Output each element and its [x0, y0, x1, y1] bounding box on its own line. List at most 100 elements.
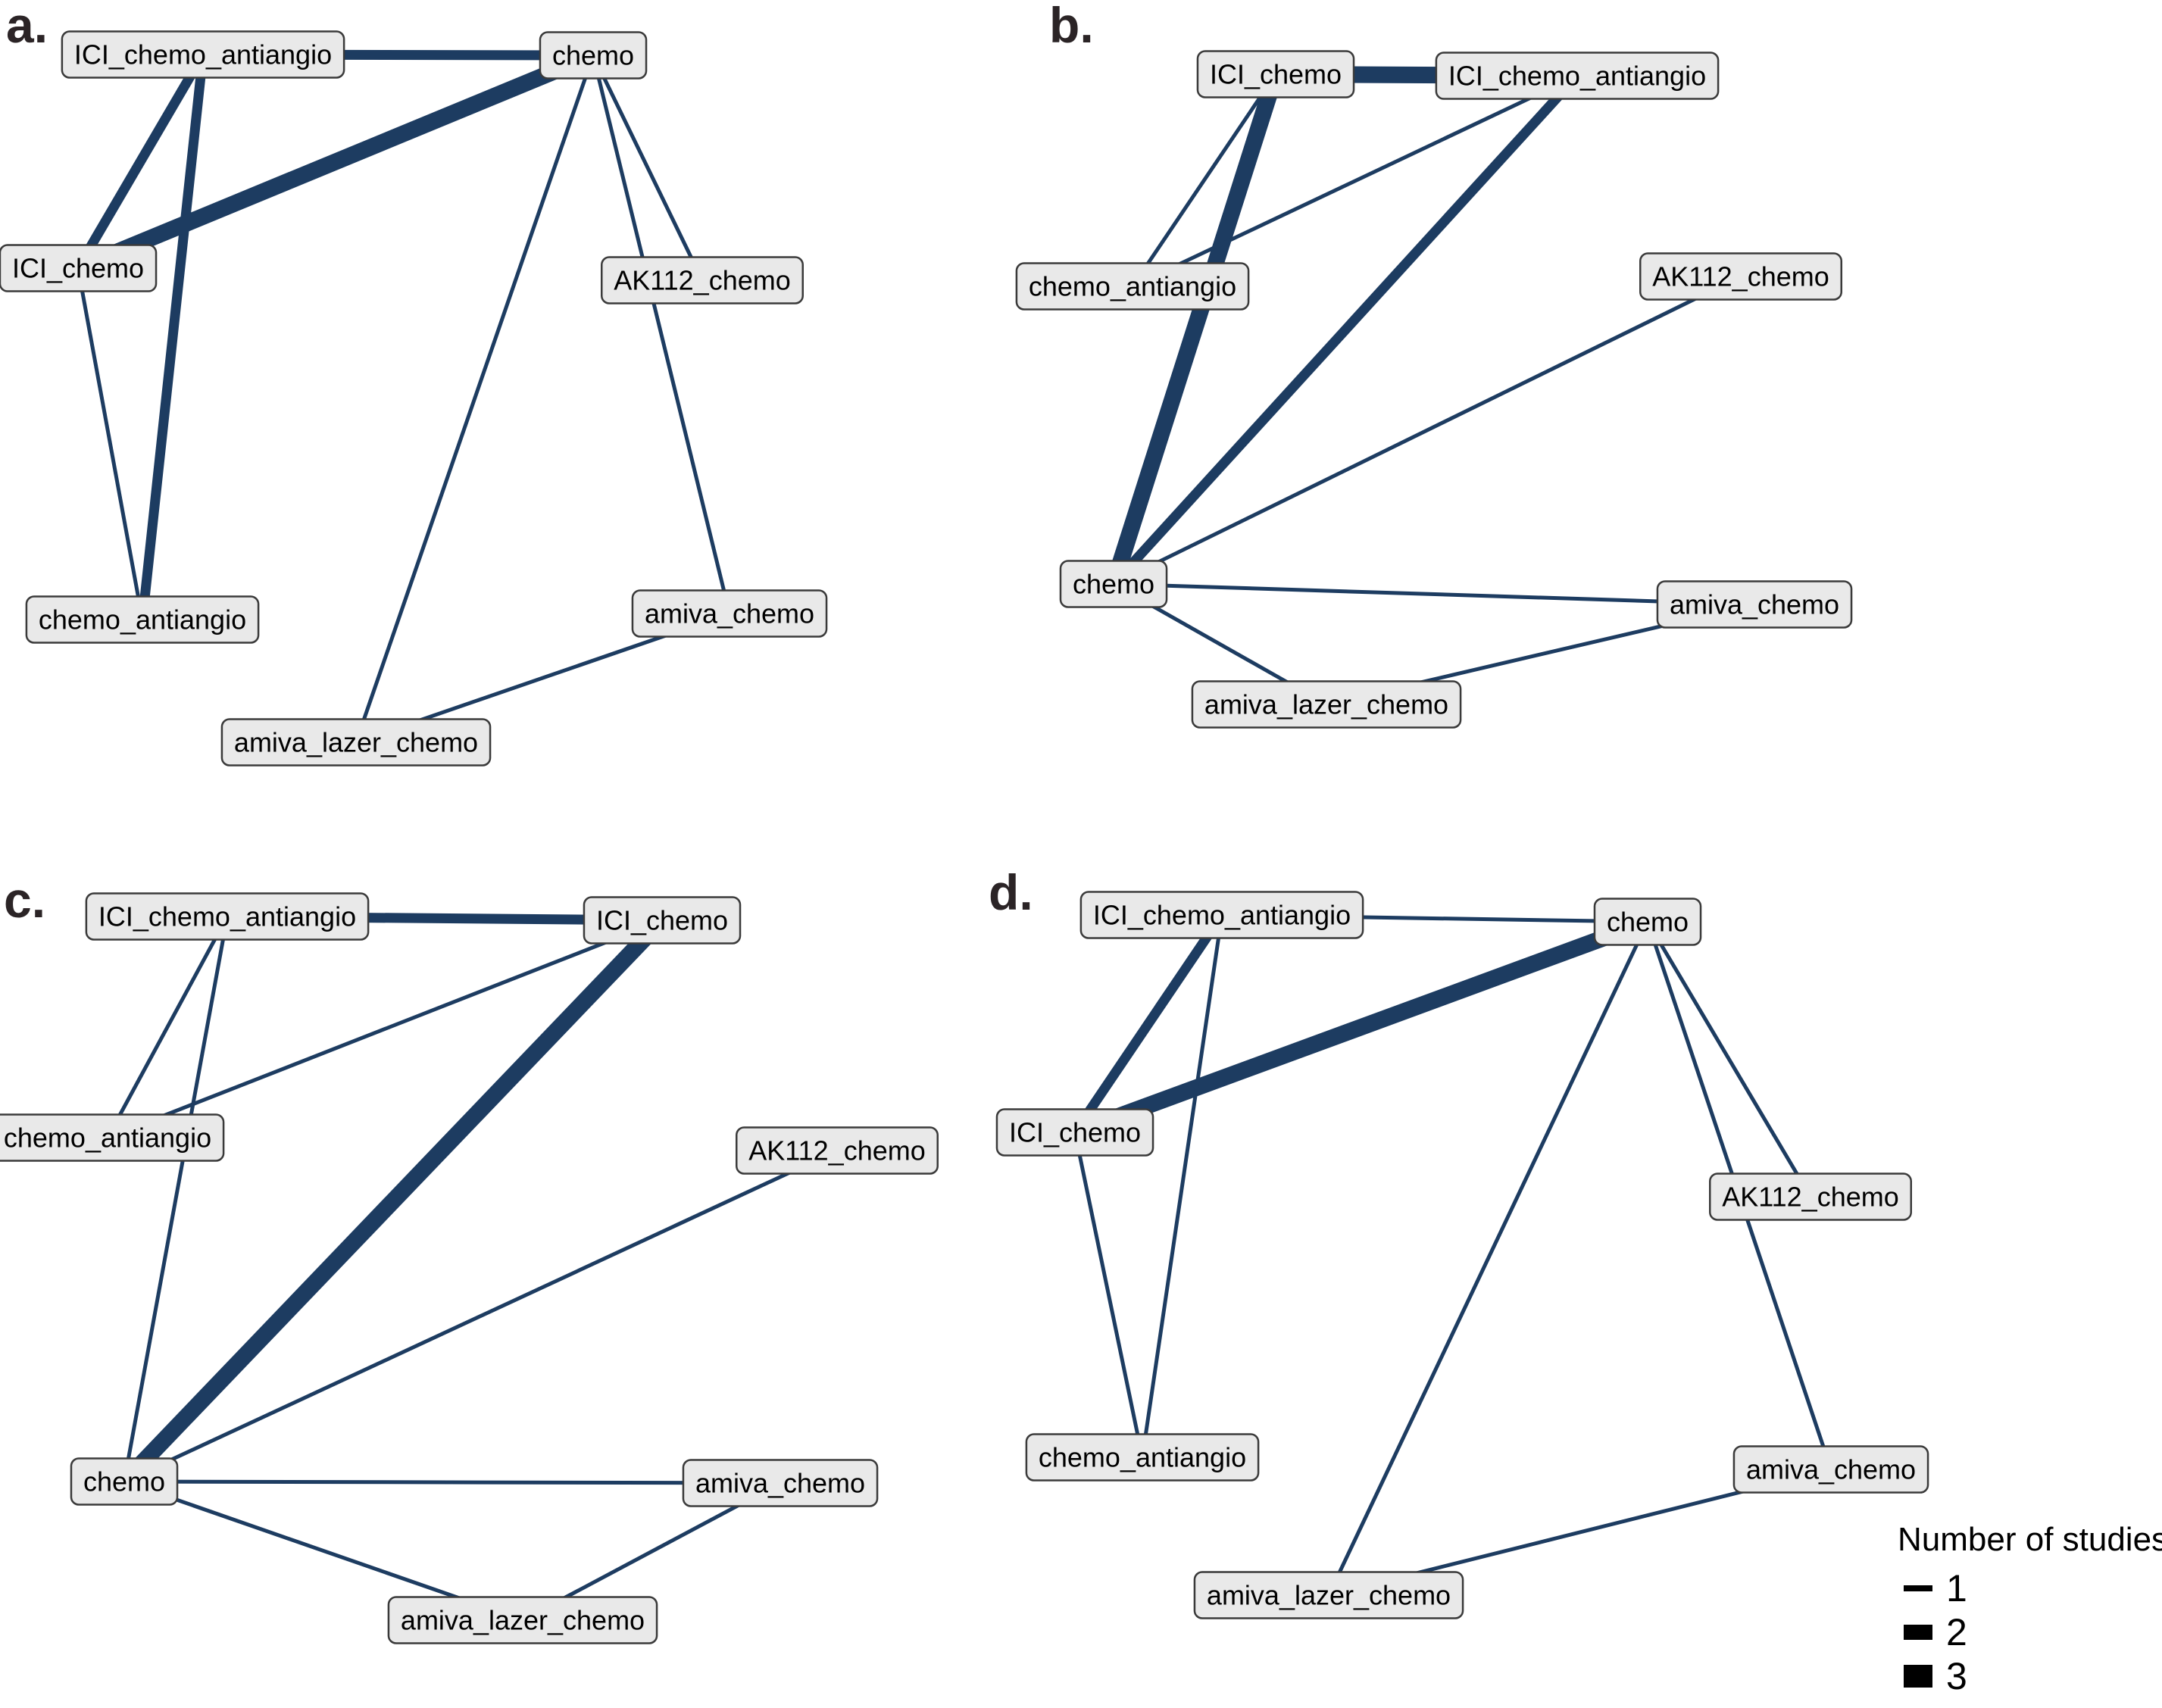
node-box: [1025, 1433, 1260, 1482]
edge-a-ICI_chemo--chemo: [74, 47, 597, 276]
node-a-ICI_chemo: ICI_chemo: [0, 244, 158, 292]
edge-d-ICI_chemo--chemo_antiangio: [1073, 1132, 1145, 1458]
node-label: ICI_chemo: [1009, 1117, 1141, 1148]
node-box: [70, 1457, 179, 1506]
node-a-amiva_chemo: amiva_chemo: [631, 589, 828, 638]
node-c-ICI_chemo_antiangio: ICI_chemo_antiangio: [85, 892, 370, 941]
node-label: ICI_chemo: [1210, 59, 1342, 90]
node-d-amiva_chemo: amiva_chemo: [1732, 1445, 1929, 1494]
panel-label-b: b.: [1049, 0, 1094, 53]
node-box: [1435, 52, 1720, 100]
node-a-chemo: chemo: [539, 31, 648, 80]
panel-label-d: d.: [989, 864, 1033, 920]
node-box: [1593, 898, 1702, 946]
node-label: ICI_chemo_antiangio: [1093, 900, 1351, 931]
legend-item-3: 3: [1904, 1654, 2162, 1698]
node-label: amiva_chemo: [645, 598, 814, 629]
edge-c-chemo--AK112_chemo: [123, 1148, 839, 1484]
node-d-chemo_antiangio: chemo_antiangio: [1025, 1433, 1260, 1482]
legend-item-value: 2: [1946, 1611, 1967, 1653]
node-b-amiva_chemo: amiva_chemo: [1656, 580, 1853, 629]
node-label: AK112_chemo: [1722, 1182, 1899, 1213]
node-box: [1059, 560, 1168, 608]
node-box: [1191, 680, 1462, 729]
node-box: [220, 718, 492, 767]
node-b-AK112_chemo: AK112_chemo: [1639, 252, 1842, 301]
node-c-amiva_chemo: amiva_chemo: [682, 1459, 879, 1507]
node-label: amiva_lazer_chemo: [234, 727, 478, 758]
node-box: [61, 30, 345, 79]
node-box: [1193, 1571, 1464, 1619]
legend-title: Number of studies: [1898, 1521, 2162, 1558]
node-box: [1079, 891, 1364, 939]
node-box: [539, 31, 648, 80]
node-box: [0, 244, 158, 292]
node-label: chemo_antiangio: [39, 604, 246, 635]
node-b-amiva_lazer_chemo: amiva_lazer_chemo: [1191, 680, 1462, 729]
node-box: [1656, 580, 1853, 629]
edge-b-ICI_chemo_antiangio--chemo_antiangio: [1131, 73, 1579, 289]
node-label: amiva_lazer_chemo: [1204, 689, 1448, 720]
node-box: [85, 892, 370, 941]
edge-a-chemo--amiva_chemo: [591, 55, 732, 614]
node-label: ICI_chemo_antiangio: [98, 901, 356, 932]
node-box: [25, 595, 260, 644]
node-label: AK112_chemo: [1652, 261, 1829, 292]
node-box: [1015, 262, 1250, 311]
edge-a-ICI_chemo--chemo_antiangio: [76, 267, 145, 620]
node-d-amiva_lazer_chemo: amiva_lazer_chemo: [1193, 1571, 1464, 1619]
node-d-ICI_chemo_antiangio: ICI_chemo_antiangio: [1079, 891, 1364, 939]
edge-d-ICI_chemo--chemo: [1072, 913, 1651, 1141]
edge-d-chemo--AK112_chemo: [1645, 920, 1813, 1198]
node-label: amiva_chemo: [1670, 589, 1839, 620]
node-box: [1732, 1445, 1929, 1494]
node-label: ICI_chemo: [596, 905, 728, 936]
node-label: ICI_chemo: [12, 253, 144, 284]
node-d-ICI_chemo: ICI_chemo: [995, 1108, 1154, 1157]
edge-b-chemo--amiva_chemo: [1113, 582, 1755, 607]
node-label: chemo: [83, 1466, 165, 1497]
node-box: [1709, 1172, 1912, 1221]
edge-d-chemo--amiva_lazer_chemo: [1326, 920, 1650, 1597]
node-label: chemo: [552, 40, 634, 71]
node-b-ICI_chemo_antiangio: ICI_chemo_antiangio: [1435, 52, 1720, 100]
edge-c-ICI_chemo--chemo: [118, 914, 668, 1488]
node-a-AK112_chemo: AK112_chemo: [601, 256, 804, 304]
edge-c-chemo--amiva_chemo: [123, 1479, 781, 1485]
node-label: chemo_antiangio: [4, 1123, 211, 1154]
legend-item-value: 1: [1946, 1567, 1967, 1610]
node-box: [631, 589, 828, 638]
node-c-amiva_lazer_chemo: amiva_lazer_chemo: [387, 1596, 658, 1644]
edge-d-ICI_chemo_antiangio--ICI_chemo: [1070, 912, 1226, 1135]
node-box: [1196, 50, 1355, 98]
line-thickness-swatch: [1904, 1585, 1932, 1591]
node-b-chemo_antiangio: chemo_antiangio: [1015, 262, 1250, 311]
node-label: AK112_chemo: [614, 265, 791, 296]
node-box: [0, 1113, 225, 1162]
node-d-chemo: chemo: [1593, 898, 1702, 946]
legend-item-1: 1: [1904, 1566, 2162, 1610]
node-label: chemo: [1073, 569, 1154, 600]
line-thickness-swatch: [1904, 1625, 1932, 1640]
line-thickness-swatch: [1904, 1665, 1932, 1688]
node-c-chemo: chemo: [70, 1457, 179, 1506]
node-box: [682, 1459, 879, 1507]
edge-a-ICI_chemo_antiangio--chemo_antiangio: [137, 54, 208, 620]
node-label: ICI_chemo_antiangio: [1448, 61, 1706, 92]
legend-item-2: 2: [1904, 1610, 2162, 1654]
node-box: [583, 896, 742, 945]
panel-label-c: c.: [4, 872, 45, 928]
edge-b-ICI_chemo_antiangio--chemo: [1110, 72, 1581, 588]
node-box: [736, 1126, 939, 1175]
edge-b-chemo--AK112_chemo: [1112, 274, 1742, 586]
node-label: amiva_lazer_chemo: [1207, 1580, 1451, 1611]
node-label: ICI_chemo_antiangio: [74, 39, 332, 70]
node-a-amiva_lazer_chemo: amiva_lazer_chemo: [220, 718, 492, 767]
node-label: amiva_chemo: [695, 1468, 865, 1499]
edge-a-chemo--amiva_lazer_chemo: [354, 55, 595, 743]
node-label: AK112_chemo: [748, 1135, 926, 1166]
